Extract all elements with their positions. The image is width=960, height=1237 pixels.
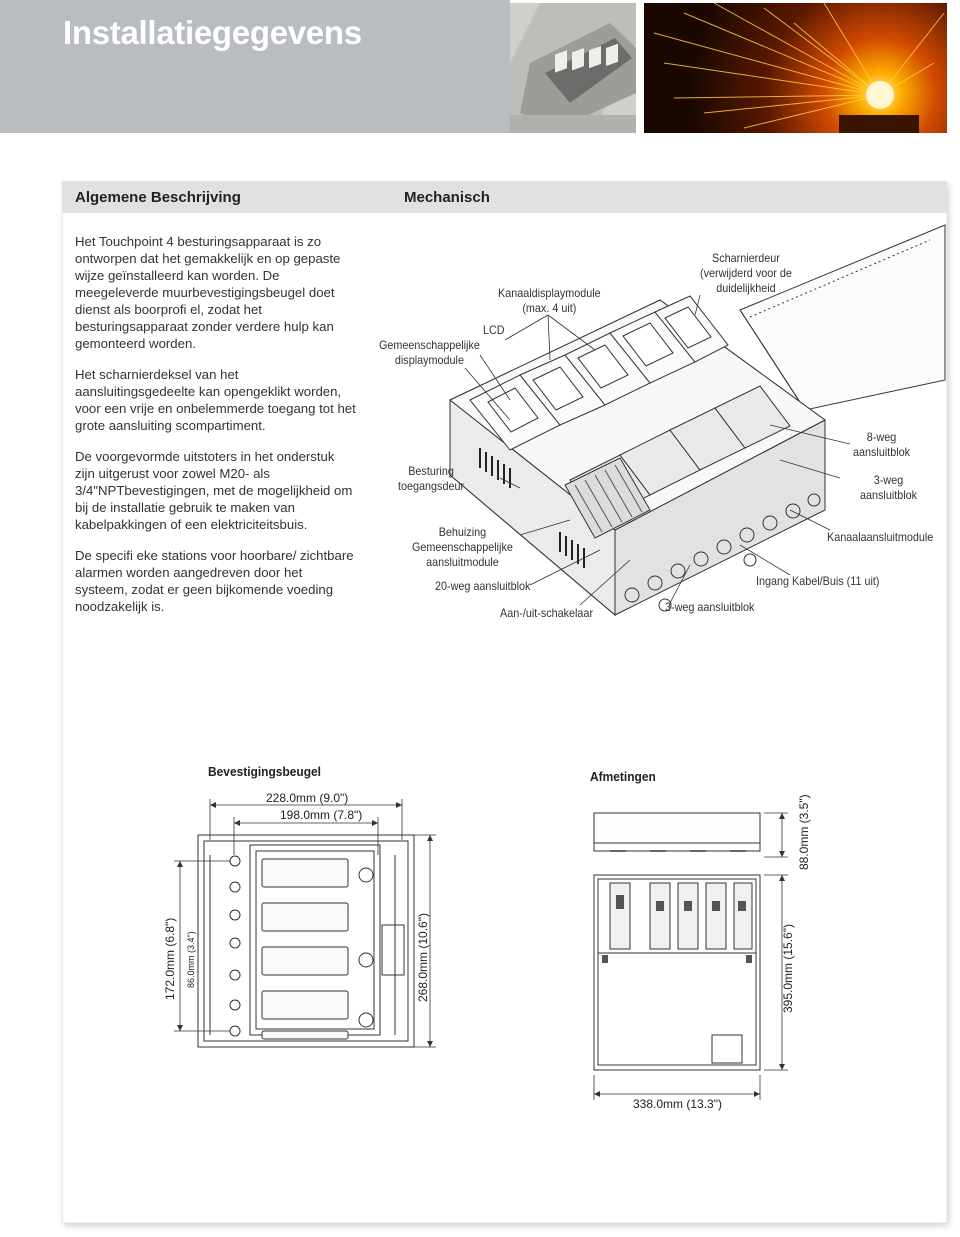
width-dimension: 338.0mm (13.3") bbox=[633, 1097, 722, 1111]
label-text: Kanaaldisplaymodule (max. 4 uit) bbox=[498, 286, 601, 315]
header-banner: Installatiegegevens bbox=[0, 0, 510, 133]
description-paragraph-3: De voorgevormde uitstoters in het onders… bbox=[75, 449, 353, 532]
bracket-title: Bevestigingsbeugel bbox=[208, 764, 321, 779]
label-text: Besturing toegangsdeur bbox=[398, 464, 465, 493]
bracket-height-172-dimension: 172.0mm (6.8") bbox=[163, 917, 177, 1000]
label-text: Scharnierdeur (verwijderd voor de duidel… bbox=[700, 251, 792, 295]
label-text: 8-weg aansluitblok bbox=[853, 430, 911, 459]
depth-dimension: 88.0mm (3.5") bbox=[797, 794, 811, 870]
label-channel-terminal-module: Kanaalaansluitmodule bbox=[827, 530, 933, 545]
description-paragraph-2: Het scharnierdeksel van het aansluitings… bbox=[75, 367, 356, 433]
label-common-display-module: Gemeenschappelijke displaymodule bbox=[379, 338, 480, 368]
bracket-height-268-dimension: 268.0mm (10.6") bbox=[416, 913, 430, 1002]
label-text: Aan-/uit-schakelaar bbox=[500, 606, 594, 620]
label-lcd: LCD bbox=[483, 323, 505, 338]
label-channel-display-module: Kanaaldisplaymodule (max. 4 uit) bbox=[498, 286, 601, 316]
label-text: 3-weg aansluitblok bbox=[860, 473, 918, 502]
section-title-general: Algemene Beschrijving bbox=[75, 189, 241, 206]
bracket-inner-width-dimension: 198.0mm (7.8") bbox=[280, 808, 363, 822]
label-control-access-door: Besturing toegangsdeur bbox=[398, 464, 464, 494]
label-20-way-terminal-block: 20-weg aansluitblok bbox=[435, 579, 530, 594]
label-8-way-terminal-block: 8-weg aansluitblok bbox=[853, 430, 910, 460]
bracket-height-86-dimension: 86.0mm (3.4") bbox=[186, 931, 196, 988]
section-title-mechanical: Mechanisch bbox=[404, 189, 490, 206]
sparks-photo bbox=[644, 3, 947, 133]
description-paragraph-4: De specifi eke stations voor hoorbare/ z… bbox=[75, 548, 354, 614]
description-paragraph-1: Het Touchpoint 4 besturingsapparaat is z… bbox=[75, 234, 341, 351]
page-title: Installatiegegevens bbox=[63, 14, 362, 51]
label-cable-entry: Ingang Kabel/Buis (11 uit) bbox=[756, 574, 879, 589]
mechanical-drawing bbox=[449, 224, 946, 617]
label-text: 20-weg aansluitblok bbox=[435, 579, 531, 593]
section-header-bar bbox=[62, 181, 947, 213]
label-text: Gemeenschappelijke displaymodule bbox=[379, 338, 480, 367]
label-text: LCD bbox=[483, 323, 505, 337]
label-enclosure-common-terminal: Behuizing Gemeenschappelijke aansluitmod… bbox=[412, 525, 513, 570]
label-power-switch: Aan-/uit-schakelaar bbox=[500, 606, 593, 621]
bracket-drawing bbox=[174, 799, 436, 1048]
label-text: 3-weg aansluitblok bbox=[665, 600, 755, 614]
height-dimension: 395.0mm (15.6") bbox=[781, 924, 795, 1013]
dimensions-title: Afmetingen bbox=[590, 769, 656, 784]
product-photo bbox=[510, 3, 636, 133]
label-text: Behuizing Gemeenschappelijke aansluitmod… bbox=[412, 525, 513, 569]
label-3-way-terminal-block-right: 3-weg aansluitblok bbox=[860, 473, 917, 503]
bracket-outer-width-dimension: 228.0mm (9.0") bbox=[266, 791, 349, 805]
label-text: Ingang Kabel/Buis (11 uit) bbox=[756, 574, 880, 588]
label-3-way-terminal-block-bottom: 3-weg aansluitblok bbox=[665, 600, 754, 615]
label-hinged-door: Scharnierdeur (verwijderd voor de duidel… bbox=[700, 251, 792, 296]
dimensions-drawing bbox=[593, 812, 788, 1100]
label-text: Kanaalaansluitmodule bbox=[827, 530, 934, 544]
